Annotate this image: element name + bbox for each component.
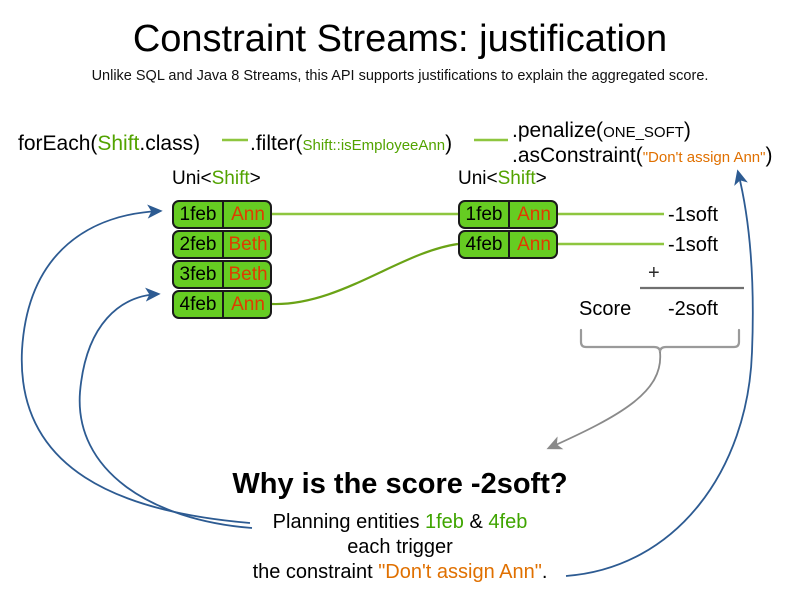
as-constraint-tail: ): [765, 144, 773, 167]
for-each-type: Shift: [97, 132, 140, 155]
filter-argument: Shift::isEmployeeAnn: [302, 137, 446, 154]
penalize-method: .penalize(: [512, 119, 604, 142]
shift-box-left-2[interactable]: 2feb Beth: [172, 230, 272, 259]
uni-left-prefix: Uni<: [172, 168, 212, 189]
shift-employee: Beth: [228, 234, 268, 255]
shift-date: 1feb: [174, 202, 224, 227]
shift-employee: Ann: [231, 204, 265, 225]
penalize-tail: ): [683, 119, 691, 142]
as-constraint-argument: "Don't assign Ann": [642, 149, 766, 166]
stream-connector-4feb: [271, 242, 459, 306]
explanation-line1-prefix: Planning entities: [272, 511, 425, 533]
filter-tail: ): [445, 132, 453, 155]
shift-date: 1feb: [460, 202, 510, 227]
shift-box-left-4[interactable]: 4feb Ann: [172, 290, 272, 319]
page-subtitle: Unlike SQL and Java 8 Streams, this API …: [91, 68, 709, 84]
brace-to-question-arrow: [546, 351, 661, 450]
shift-employee: Ann: [517, 234, 551, 255]
shift-employee: Ann: [517, 204, 551, 225]
penalty-value-2: -1soft: [668, 234, 719, 256]
penalty-value-1: -1soft: [668, 204, 719, 226]
code-penalize: .penalize(ONE_SOFT): [512, 118, 691, 146]
explanation-line3-suffix: .: [541, 561, 548, 583]
explanation-line-3: the constraint "Don't assign Ann".: [0, 560, 800, 585]
as-constraint-method: .asConstraint(: [512, 144, 643, 167]
score-total-value: -2soft: [668, 298, 719, 320]
explanation-line3-prefix: the constraint: [252, 561, 379, 583]
code-for-each: forEach(Shift.class): [18, 131, 200, 157]
uni-right-suffix: >: [535, 168, 547, 189]
uni-right-type: Shift: [497, 168, 536, 189]
score-label: Score: [579, 298, 632, 320]
for-each-tail: .class): [139, 132, 201, 155]
explanation-constraint-name: "Don't assign Ann": [378, 561, 542, 583]
shift-date: 3feb: [174, 262, 224, 287]
penalize-argument: ONE_SOFT: [603, 124, 684, 141]
filter-method: .filter(: [250, 132, 303, 155]
explanation-heading: Why is the score -2soft?: [232, 468, 568, 500]
explanation-entity-1feb: 1feb: [425, 511, 464, 533]
shift-employee: Ann: [231, 294, 265, 315]
shift-date: 2feb: [174, 232, 224, 257]
shift-box-right-2[interactable]: 4feb Ann: [458, 230, 558, 259]
for-each-method: forEach(: [18, 132, 98, 155]
shift-date: 4feb: [174, 292, 224, 317]
code-as-constraint: .asConstraint("Don't assign Ann"): [512, 143, 772, 171]
uni-left-type: Shift: [211, 168, 250, 189]
explanation-line-2: each trigger: [347, 536, 453, 558]
uni-label-right: Uni<Shift>: [458, 167, 547, 190]
shift-box-left-3[interactable]: 3feb Beth: [172, 260, 272, 289]
shift-date: 4feb: [460, 232, 510, 257]
explanation-line-1: Planning entities 1feb & 4feb: [0, 510, 800, 535]
explanation-line1-amp: &: [463, 511, 489, 533]
code-filter: .filter(Shift::isEmployeeAnn): [250, 131, 452, 159]
uni-left-suffix: >: [249, 168, 261, 189]
score-brace: [579, 328, 741, 354]
shift-box-right-1[interactable]: 1feb Ann: [458, 200, 558, 229]
uni-label-left: Uni<Shift>: [172, 167, 261, 190]
sum-operator: +: [648, 262, 660, 284]
explanation-entity-4feb: 4feb: [488, 511, 528, 533]
shift-employee: Beth: [228, 264, 268, 285]
shift-box-left-1[interactable]: 1feb Ann: [172, 200, 272, 229]
page-title: Constraint Streams: justification: [132, 18, 668, 60]
uni-right-prefix: Uni<: [458, 168, 498, 189]
